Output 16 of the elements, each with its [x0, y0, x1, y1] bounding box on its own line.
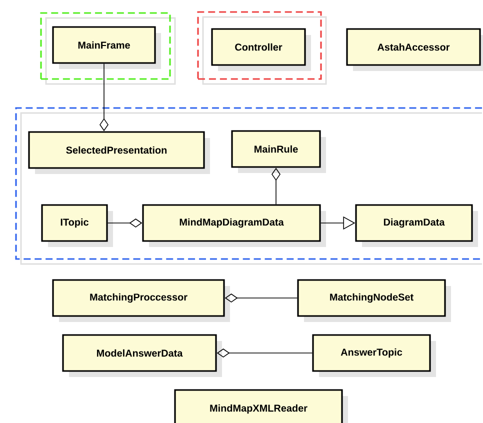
class-box: AnswerTopic	[312, 334, 436, 377]
class-box: MindMapDiagramData	[142, 204, 326, 247]
class-box: ITopic	[41, 204, 113, 247]
class-box: AstahAccessor	[346, 28, 483, 71]
class-box: MindMapXMLReader	[174, 389, 348, 423]
class-box: MatchingProccessor	[52, 279, 230, 322]
class-box: SelectedPresentation	[28, 131, 210, 174]
class-box: DiagramData	[355, 204, 478, 247]
class-box: MainFrame	[52, 26, 161, 69]
group-frame	[40, 12, 176, 85]
group-frame	[15, 107, 482, 265]
class-box: Controller	[211, 28, 311, 71]
group-frame	[197, 11, 327, 85]
class-box: MainRule	[231, 130, 326, 173]
class-box: MatchingNodeSet	[297, 279, 451, 322]
class-box: ModelAnswerData	[62, 334, 222, 377]
